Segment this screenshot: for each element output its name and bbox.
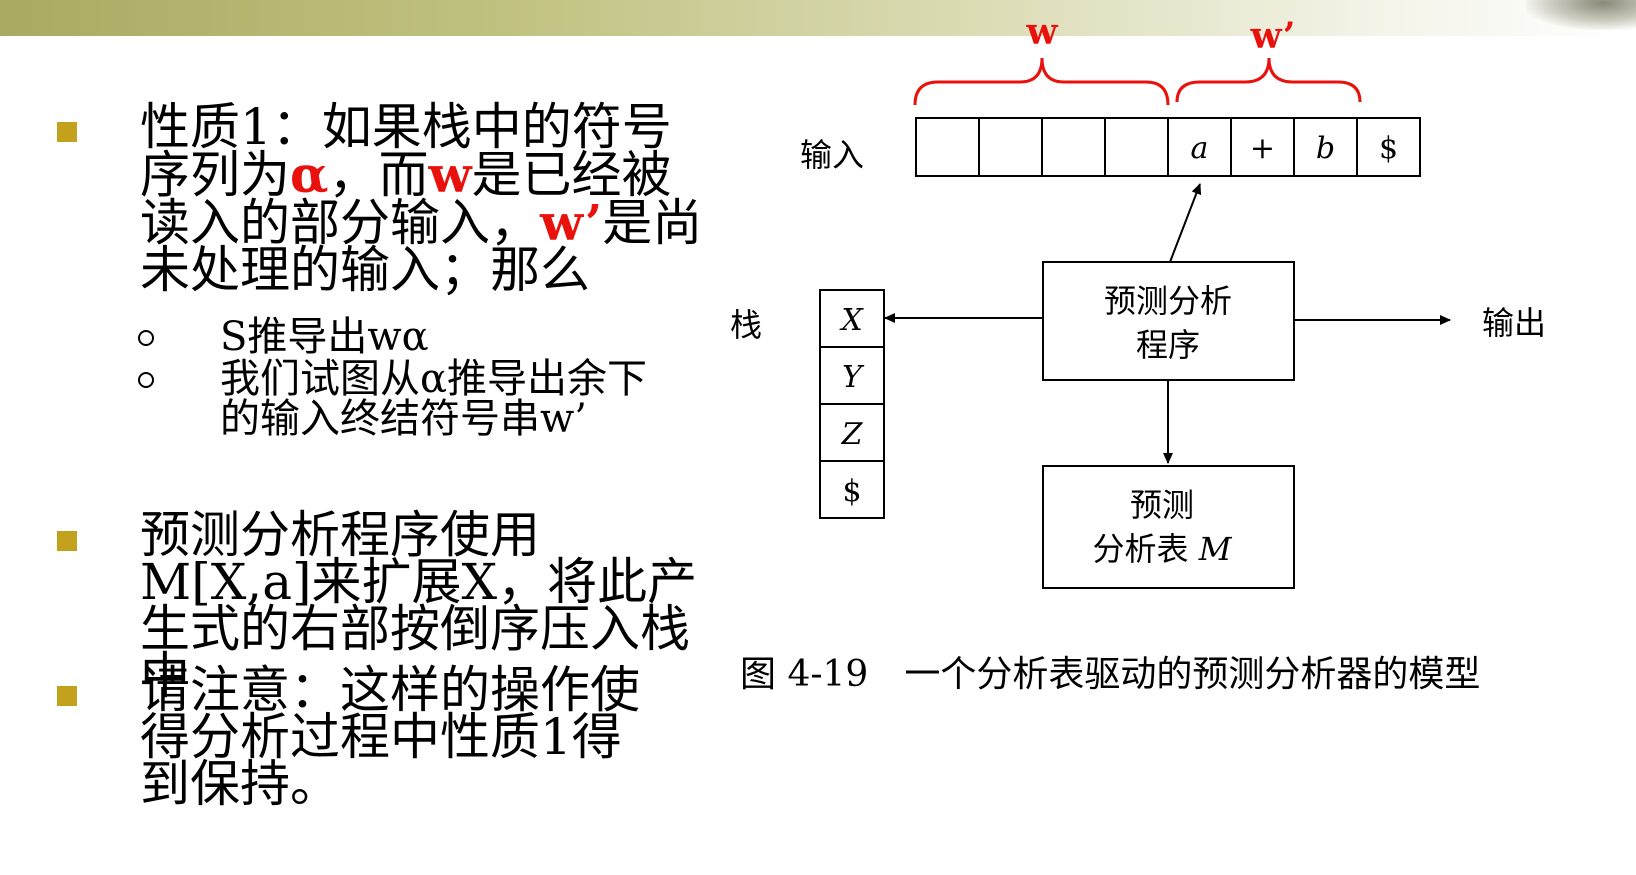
- w-prime-brace-label: w’: [1250, 15, 1296, 57]
- property-1-paragraph: 性质1：如果栈中的符号序列为α，而w是已经被读入的部分输入，w’是尚未处理的输入…: [140, 102, 720, 295]
- alpha-symbol: α: [290, 145, 329, 204]
- input-cell: [1041, 117, 1106, 177]
- bullet-square-2: [57, 531, 77, 551]
- stack-cell-symbol: $: [842, 474, 861, 509]
- figure-caption-text: 一个分析表驱动的预测分析器的模型: [904, 654, 1481, 695]
- table-box-line-1: 预测: [1130, 486, 1194, 524]
- bullet-square-1: [57, 122, 77, 142]
- bullet-3-paragraph: 请注意：这样的操作使得分析过程中性质1得到保持。: [140, 661, 640, 813]
- stack-cell-symbol: X: [839, 303, 864, 338]
- input-cell: [1104, 117, 1169, 177]
- w-brace: [913, 57, 1170, 106]
- input-cell-symbol: +: [1250, 131, 1275, 166]
- property-1-text-b: ，而: [328, 146, 429, 204]
- output-label: 输出: [1482, 304, 1546, 342]
- table-box-line-2: 分析表 M: [1093, 530, 1233, 568]
- bullet-square-3: [57, 686, 77, 706]
- program-box-line-1: 预测分析: [1104, 282, 1232, 320]
- figure-number: 图 4-19: [740, 654, 869, 695]
- stack-cell-symbol: Y: [842, 360, 865, 395]
- corner-decoration: [1526, 0, 1636, 30]
- input-cell: [1356, 117, 1421, 177]
- input-label: 输入: [800, 136, 864, 174]
- sub-item-1: S推导出wα: [220, 314, 429, 360]
- stack-label: 栈: [730, 306, 762, 344]
- text-column: 性质1：如果栈中的符号序列为α，而w是已经被读入的部分输入，w’是尚未处理的输入…: [0, 0, 720, 875]
- input-cell-symbol: $: [1379, 131, 1398, 166]
- predictive-parser-diagram: w w’ 输入 a + b $ 预测分析 程序 栈 XYZ $ 输出 预测 分析表 M: [730, 11, 1546, 589]
- stack-cell: [819, 346, 885, 405]
- w-brace-label: w: [1026, 11, 1059, 53]
- input-tape: a + b $: [915, 117, 1421, 177]
- sub-bullet-circle-1: [138, 330, 154, 346]
- stack-cell: [819, 289, 885, 348]
- program-box-line-2: 程序: [1136, 326, 1200, 364]
- bullet-2-paragraph: 预测分析程序使用M[X,a]来扩展X，将此产生式的右部按倒序压入栈中: [140, 506, 698, 705]
- input-cell-symbol: a: [1191, 131, 1209, 166]
- input-cell: [915, 117, 980, 177]
- stack-cell-symbol: Z: [841, 417, 864, 452]
- w-prime-symbol: w’: [540, 193, 603, 252]
- program-to-input-arrow: [1169, 183, 1202, 263]
- w-symbol: w: [428, 145, 472, 204]
- sub-item-2: 我们试图从α推导出余下的输入终结符号串w’: [220, 356, 648, 442]
- figure-caption: 图 4-19 一个分析表驱动的预测分析器的模型: [740, 645, 1480, 697]
- parse-table-box: [1042, 465, 1295, 589]
- stack-cell: [819, 403, 885, 462]
- input-cell: [978, 117, 1043, 177]
- input-cell: [1167, 117, 1232, 177]
- predictive-program-box: [1042, 261, 1295, 381]
- sub-bullet-circle-2: [138, 372, 154, 388]
- stack-cell: [819, 460, 885, 519]
- input-cell: [1230, 117, 1295, 177]
- w-prime-brace: [1175, 57, 1362, 103]
- input-cell-symbol: b: [1316, 131, 1335, 166]
- header-band: [0, 0, 1636, 36]
- stack: XYZ $: [819, 289, 885, 519]
- property-1-text-a: 性质1：如果栈中的符号序列为: [140, 98, 672, 204]
- property-1-text-c: 是已经被读入的部分输入，: [140, 146, 672, 252]
- property-1-text-d: 是尚未处理的输入；那么: [140, 194, 703, 299]
